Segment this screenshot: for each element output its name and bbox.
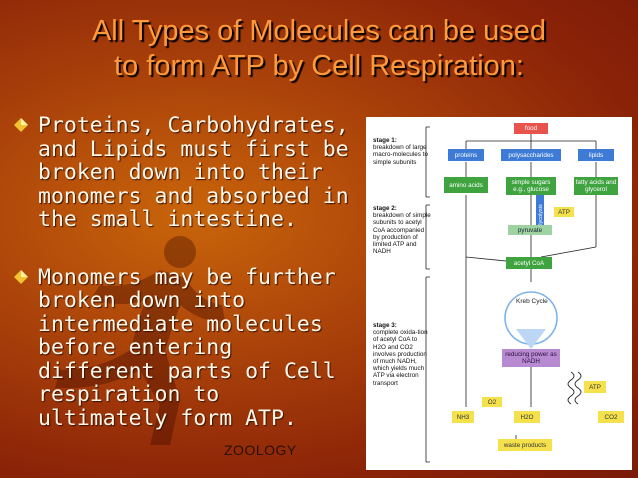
stage-1-desc: breakdown of large macro-molecules to si…	[373, 144, 428, 166]
nh3-box: NH3	[452, 411, 474, 423]
fatty-acids-box: fatty acids and glycerol	[574, 177, 618, 195]
diamond-bullet-icon	[14, 269, 28, 284]
bullet-item: Monomers may be further broken down into…	[14, 264, 359, 431]
bullet-text: Monomers may be further broken down into…	[38, 264, 336, 431]
stage-1-text: stage 1: breakdown of large macro-molecu…	[373, 137, 431, 166]
proteins-box: proteins	[448, 149, 484, 161]
krebs-label: Kreb Cycle	[516, 298, 548, 305]
pyruvate-box: pyruvate	[508, 225, 552, 235]
runner-silhouette	[55, 236, 225, 445]
stage-2-heading: stage 2:	[373, 205, 397, 212]
stage-3-heading: stage 3:	[373, 322, 397, 329]
o2-box: O2	[482, 397, 502, 407]
title-line-2: to form ATP by Cell Respiration:	[114, 50, 524, 82]
h2o-box: H2O	[514, 411, 540, 423]
stage-3-desc: complete oxida-tion of acetyl CoA to H2O…	[373, 329, 428, 387]
reducing-power-box: reducing power as NADH	[502, 349, 560, 367]
bullet-text: Proteins, Carbohydrates, and Lipids must…	[38, 113, 349, 232]
diagram-lines	[425, 126, 597, 463]
waste-products-box: waste products	[498, 439, 552, 451]
atp-small-box: ATP	[554, 207, 574, 217]
atp-big-box: ATP	[584, 381, 606, 393]
stage-2-desc: breakdown of simple subunits to acetyl C…	[373, 212, 431, 256]
bullet-list: Proteins, Carbohydrates, and Lipids must…	[14, 114, 359, 430]
title-line-1: All Types of Molecules can be used	[91, 15, 547, 47]
simple-sugars-box: simple sugars e.g., glucose	[506, 177, 556, 195]
amino-acids-box: amino acids	[444, 177, 488, 193]
food-box: food	[514, 123, 548, 134]
stage-1-heading: stage 1:	[373, 137, 397, 144]
co2-box: CO2	[598, 411, 624, 423]
stage-2-text: stage 2: breakdown of simple subunits to…	[373, 205, 431, 255]
acetyl-coa-box: acetyl CoA	[506, 257, 552, 269]
stage-3-text: stage 3: complete oxida-tion of acetyl C…	[373, 322, 431, 387]
bullet-item: Proteins, Carbohydrates, and Lipids must…	[14, 114, 359, 232]
polysaccharides-box: polysaccharides	[501, 149, 561, 161]
slide-title: All Types of Molecules can be used to fo…	[0, 14, 638, 84]
lipids-box: lipids	[578, 149, 614, 161]
respiration-diagram: stage 1: breakdown of large macro-molecu…	[366, 117, 632, 470]
diamond-bullet-icon	[14, 118, 28, 132]
footer-label: ZOOLOGY	[224, 442, 297, 458]
